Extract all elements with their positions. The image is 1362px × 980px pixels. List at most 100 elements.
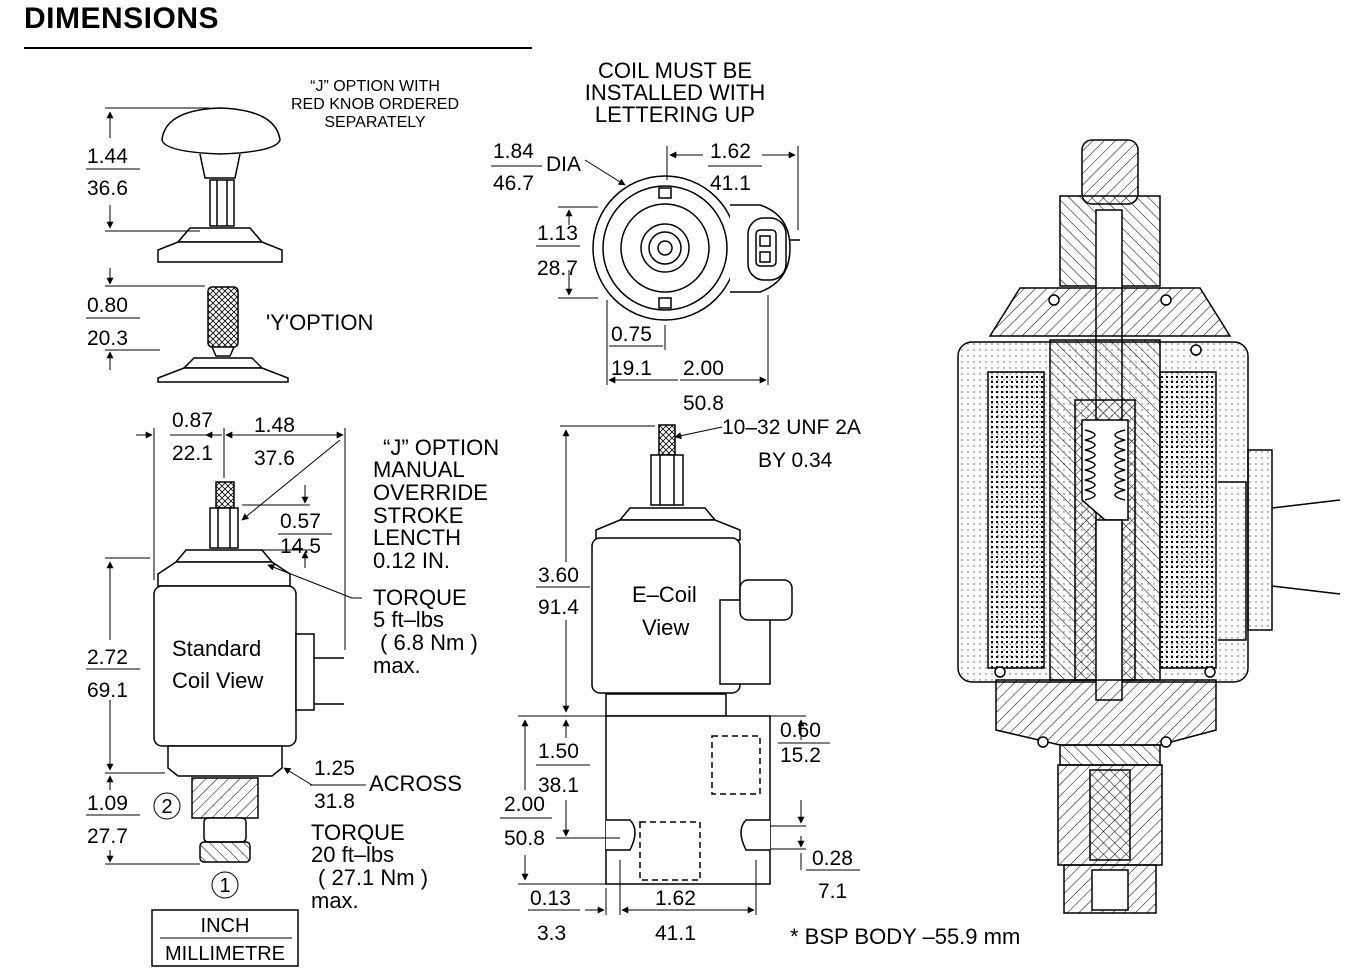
top-height-mm: 28.7 [537,257,578,280]
torque-bottom-2: 20 ft–lbs [311,842,394,867]
hex-label: ACROSS [369,771,462,796]
torque-bottom-3: ( 27.1 Nm ) [318,865,428,890]
standard-view-dims [86,428,366,967]
valve-body [605,715,771,885]
top-offset-in: 0.75 [611,323,652,346]
std-left-in: 0.87 [172,409,213,432]
stroke-in: 0.57 [280,510,321,533]
units-mm: MILLIMETRE [165,943,285,965]
y-option-knob [207,286,239,348]
body-height-in: 1.50 [538,740,579,763]
top-height-in: 1.13 [537,222,578,245]
dia-mm: 46.7 [493,172,534,195]
bsp-note: * BSP BODY –55.9 mm [790,924,1020,949]
coil-height-in: 2.72 [87,646,128,669]
units-box [151,909,299,967]
dia-in: 1.84 [493,140,534,163]
body-total-mm: 50.8 [504,827,545,850]
std-right-mm: 37.6 [254,447,295,470]
y-option-label: 'Y'OPTION [266,310,373,335]
torque-bottom-1: TORQUE [311,820,405,845]
port-mm: 15.2 [780,744,821,767]
top-view-dims [491,146,799,385]
holes-mm: 41.1 [655,922,696,945]
knob-note-3: SEPARATELY [324,114,426,131]
title-rule [24,47,532,49]
thread-line-1: 10–32 UNF 2A [722,416,861,439]
standard-coil-view [153,481,344,863]
override-line-3: OVERRIDE [373,480,488,505]
cart-mm: 27.7 [87,825,128,848]
hex-mm: 31.8 [314,790,355,813]
coil-note-3: LETTERING UP [595,102,755,127]
knob-view [157,107,289,383]
dia-label: DIA [546,153,581,176]
cross-section-view [957,139,1341,914]
knob-note-2: RED KNOB ORDERED [291,96,459,113]
std-left-mm: 22.1 [172,442,213,465]
ecoil-height-mm: 91.4 [538,596,579,619]
page-title: DIMENSIONS [24,2,220,35]
coil-connector [747,217,787,281]
torque-top-1: TORQUE [373,585,467,610]
y-height-in: 0.80 [87,294,128,317]
coil-winding-left [987,371,1045,669]
port-1-label: 1 [219,875,230,897]
ecoil-dims [500,425,860,915]
stroke-mm: 14.5 [280,535,321,558]
units-inch: INCH [201,915,250,937]
cart-in: 1.09 [87,792,128,815]
red-knob [161,107,281,155]
torque-top-3: ( 6.8 Nm ) [380,630,478,655]
ecoil-view [591,424,793,885]
mount-in: 0.28 [812,847,853,870]
knob-height-in: 1.44 [87,145,128,168]
ecoil-label-1: E–Coil [632,582,697,607]
port-in: 0.60 [780,719,821,742]
top-width-mm: 41.1 [710,172,751,195]
top-total-in: 2.00 [683,357,724,380]
port-2-label: 2 [161,796,172,818]
coil-winding-right [1159,371,1217,669]
knob-height-mm: 36.6 [87,177,128,200]
body-total-in: 2.00 [504,793,545,816]
override-line-6: 0.12 IN. [373,548,450,573]
top-total-mm: 50.8 [683,392,724,415]
edge-in: 0.13 [530,887,571,910]
coil-height-mm: 69.1 [87,679,128,702]
standard-coil-label-1: Standard [172,636,261,661]
ecoil-label-2: View [642,615,689,640]
standard-coil-label-2: Coil View [172,668,263,693]
top-width-in: 1.62 [710,140,751,163]
override-nut [209,507,239,549]
edge-mm: 3.3 [537,922,566,945]
y-height-mm: 20.3 [87,327,128,350]
ecoil-override-nut [650,454,684,506]
standard-coil [153,585,297,747]
mount-mm: 7.1 [818,880,847,903]
port-2-circle [153,792,181,820]
body-height-mm: 38.1 [538,774,579,797]
thread-line-2: BY 0.34 [758,449,833,472]
knob-hex-nut [209,179,235,227]
std-right-in: 1.48 [254,414,295,437]
torque-top-4: max. [373,653,421,678]
knob-dims [86,107,210,370]
coil-note-2: INSTALLED WITH [585,80,766,105]
coil-top-view [592,175,800,321]
top-offset-mm: 19.1 [611,357,652,380]
knob-note-1: “J” OPTION WITH [310,78,440,95]
override-line-4: STROKE [373,503,463,528]
port-1-circle [211,871,239,899]
holes-in: 1.62 [655,887,696,910]
ecoil-height-in: 3.60 [538,564,579,587]
override-line-2: MANUAL [373,457,465,482]
override-line-1: “J” OPTION [383,435,499,460]
hex-in: 1.25 [314,757,355,780]
torque-top-2: 5 ft–lbs [373,607,444,632]
cartridge-thread [191,777,259,819]
torque-bottom-4: max. [311,888,359,913]
override-line-5: LENCTH [373,525,461,550]
